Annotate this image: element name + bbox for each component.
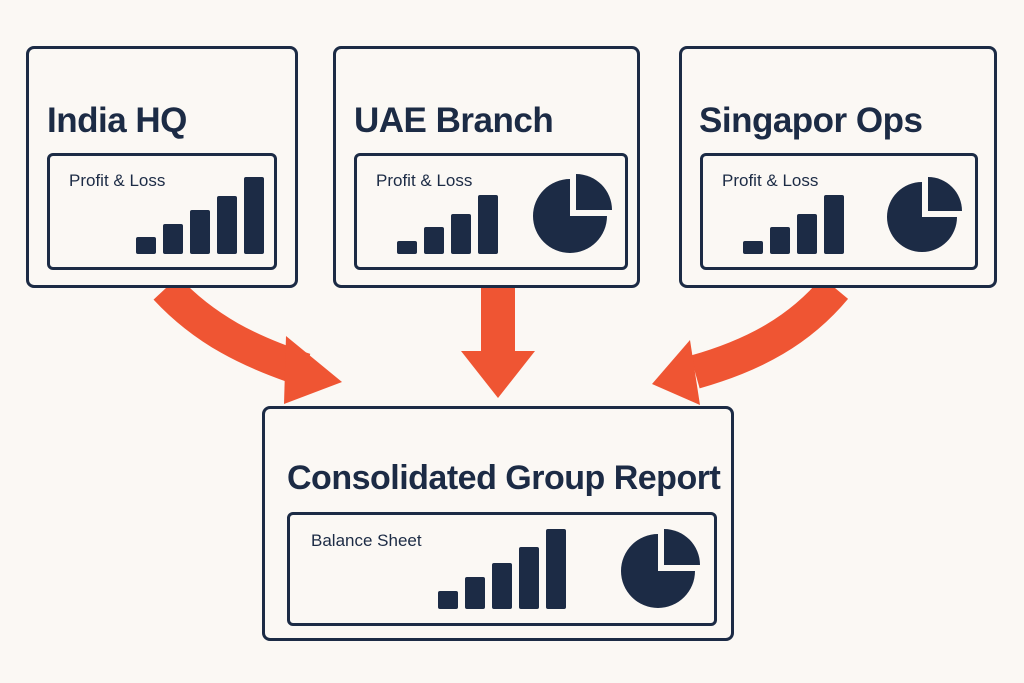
balance-sheet-label: Balance Sheet xyxy=(311,531,422,550)
report-panel-sg: Profit & Loss xyxy=(700,153,978,270)
report-panel-uae: Profit & Loss xyxy=(354,153,628,270)
arrow-uae-to-consolidated xyxy=(461,288,535,398)
bar-chart-icon xyxy=(743,195,844,254)
report-label-india: Profit & Loss xyxy=(69,171,166,190)
balance-sheet-panel: Balance Sheet xyxy=(287,512,717,626)
report-label-uae: Profit & Loss xyxy=(376,171,473,190)
consolidated-title: Consolidated Group Report xyxy=(287,459,721,497)
arrow-sg-to-consolidated xyxy=(652,276,849,405)
bar-chart-icon xyxy=(136,177,264,254)
bar-chart-icon xyxy=(438,529,566,609)
entity-title-uae: UAE Branch xyxy=(354,101,554,140)
entity-title-india: India HQ xyxy=(47,101,187,140)
pie-chart-icon xyxy=(887,177,962,252)
arrow-india-to-consolidated xyxy=(153,276,342,404)
pie-chart-icon xyxy=(621,529,700,608)
entity-card-india: India HQ Profit & Loss xyxy=(26,46,298,288)
report-panel-india: Profit & Loss xyxy=(47,153,277,270)
entity-card-uae: UAE Branch Profit & Loss xyxy=(333,46,640,288)
entity-card-sg: Singapor Ops Profit & Loss xyxy=(679,46,997,288)
entity-title-sg: Singapor Ops xyxy=(699,101,923,140)
bar-chart-icon xyxy=(397,195,498,254)
pie-chart-icon xyxy=(533,174,612,253)
report-label-sg: Profit & Loss xyxy=(722,171,819,190)
consolidated-report-card: Consolidated Group Report Balance Sheet xyxy=(262,406,734,641)
